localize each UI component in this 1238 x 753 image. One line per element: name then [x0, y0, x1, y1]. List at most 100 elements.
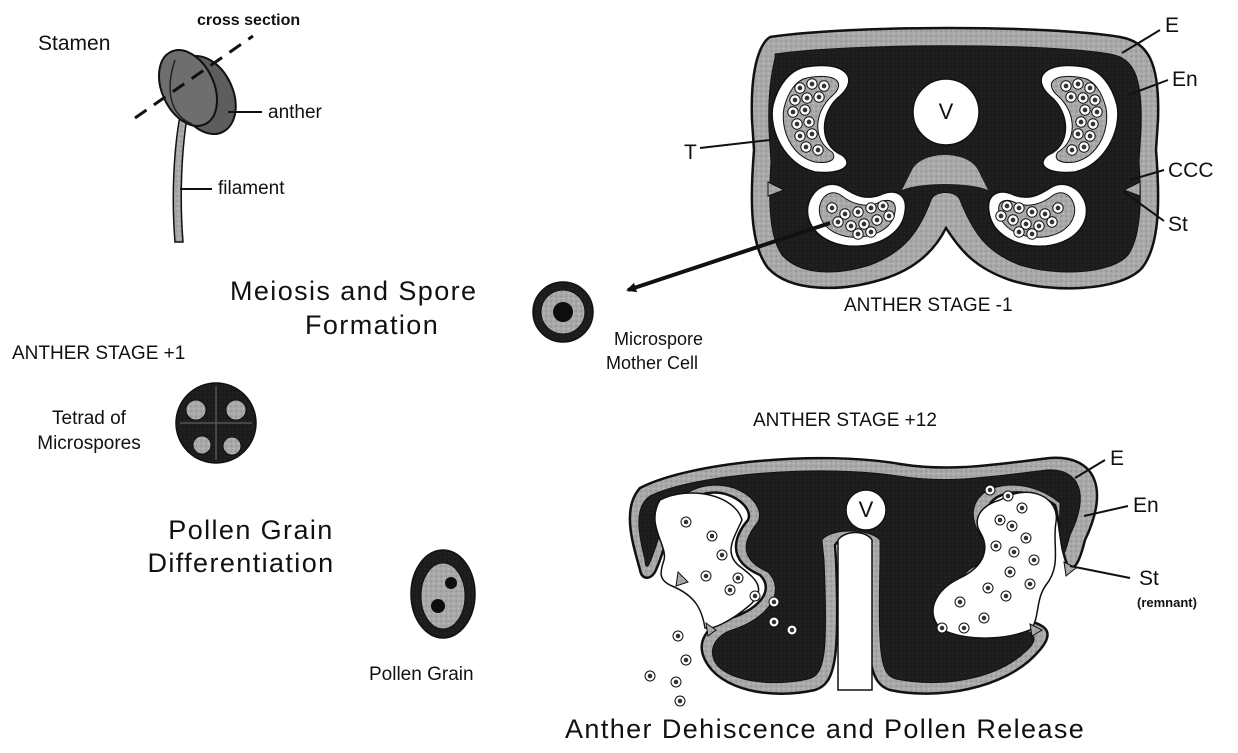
pollen-grain-dot: [1003, 491, 1013, 501]
microspore-cell: [790, 95, 800, 105]
pollen-grain-dot: [1001, 591, 1011, 601]
stamen-drawing: [135, 36, 262, 242]
microspore-cell: [878, 201, 888, 211]
pollen-grain-dot: [717, 550, 727, 560]
tetrad-label-line1: Tetrad of: [18, 409, 160, 428]
pollen-grain-dot: [985, 485, 995, 495]
stage-plus12-caption: ANTHER STAGE +12: [753, 411, 937, 430]
mother-cell-label-line2: Mother Cell: [606, 354, 698, 372]
pollen-grain-dot: [645, 671, 655, 681]
pollen-grain-dot: [681, 517, 691, 527]
pollen-grain-dot: [1007, 521, 1017, 531]
stage-1-label-CCC: CCC: [1168, 160, 1214, 181]
stage-12-label-En: En: [1133, 495, 1159, 516]
microspore-cell: [866, 203, 876, 213]
microspore-cell: [795, 131, 805, 141]
anther-stage-plus12-section: [630, 458, 1130, 706]
microspore-cell: [1027, 229, 1037, 239]
microspore-cell: [996, 211, 1006, 221]
pollen-grain-dot: [1021, 533, 1031, 543]
microspore-cell: [813, 145, 823, 155]
cross-section-label: cross section: [197, 13, 300, 29]
microspore-cell: [819, 81, 829, 91]
microspore-cell: [872, 215, 882, 225]
tetrad-label-line2: Microspores: [18, 434, 160, 453]
microspore-cell: [807, 79, 817, 89]
pollen-grain-dot: [1029, 555, 1039, 565]
pollen-grain-dot: [725, 585, 735, 595]
pollen-grain-dot: [675, 696, 685, 706]
microspore-cell: [1080, 105, 1090, 115]
pollen-grain-dot: [1025, 579, 1035, 589]
pollen-grain-dot: [1009, 547, 1019, 557]
pollen-grain-dot: [673, 631, 683, 641]
pollen-grain-dot: [733, 573, 743, 583]
microspore-cell: [1076, 117, 1086, 127]
microspore-cell: [788, 107, 798, 117]
stage-plus1-caption: ANTHER STAGE +1: [12, 344, 185, 363]
leader-St-2: [1070, 566, 1130, 578]
pollen-grain-dot: [1005, 567, 1015, 577]
differentiation-heading-line2: Differentiation: [118, 550, 364, 577]
pollen-grain-dot: [671, 677, 681, 687]
stage-minus1-caption: ANTHER STAGE -1: [844, 296, 1013, 315]
microspore-cell: [853, 207, 863, 217]
stage-1-label-T: T: [684, 142, 697, 163]
microspore-cell: [800, 105, 810, 115]
pollen-grain-dot: [769, 597, 779, 607]
pollen-grain-dot: [937, 623, 947, 633]
microspore-cell: [1027, 207, 1037, 217]
pollen-grain-dot: [955, 597, 965, 607]
microspore-cell: [1061, 81, 1071, 91]
microspore-cell: [884, 211, 894, 221]
microspore-cell: [1047, 217, 1057, 227]
microspore-cell: [804, 117, 814, 127]
microspore-cell: [807, 129, 817, 139]
pollen-grain-label: Pollen Grain: [369, 665, 474, 684]
microspore-cell: [833, 217, 843, 227]
stage-1-label-E: E: [1165, 15, 1179, 36]
microspore-cell: [1092, 107, 1102, 117]
pollen-grain-dot: [787, 625, 797, 635]
stage-1-label-V: V: [930, 101, 962, 123]
microspore-cell: [1078, 93, 1088, 103]
microspore-cell: [1002, 201, 1012, 211]
pollen-grain-drawing: [411, 550, 475, 638]
microspore-cell: [827, 203, 837, 213]
mother-cell-label-line1: Microspore: [614, 330, 703, 348]
pollen-grain-dot: [1017, 503, 1027, 513]
microspore-cell: [1014, 227, 1024, 237]
pollen-grain-dot: [750, 591, 760, 601]
stage-1-label-En: En: [1172, 69, 1198, 90]
anther-label: anther: [268, 103, 322, 122]
microspore-cell: [1073, 79, 1083, 89]
dehiscence-caption: Anther Dehiscence and Pollen Release: [565, 716, 1085, 743]
pollen-grain-dot: [769, 617, 779, 627]
anther-shape: [148, 41, 248, 144]
pollen-grain-dot: [707, 531, 717, 541]
microspore-cell: [814, 92, 824, 102]
meiosis-heading-line2: Formation: [305, 312, 439, 339]
pollen-grain-dot: [983, 583, 993, 593]
microspore-mother-cell-drawing: [533, 282, 593, 342]
microspore-cell: [1066, 92, 1076, 102]
stage-1-label-St: St: [1168, 214, 1188, 235]
microspore-cell: [1053, 203, 1063, 213]
microspore-cell: [853, 229, 863, 239]
stage-12-label-E: E: [1110, 448, 1124, 469]
differentiation-heading-line1: Pollen Grain: [128, 517, 374, 544]
anther-stage-minus1-section: [700, 28, 1168, 288]
microspore-cell: [795, 83, 805, 93]
meiosis-heading-line1: Meiosis and Spore: [230, 278, 477, 305]
stage-12-label-remnant: (remnant): [1137, 596, 1197, 609]
tetrad-drawing: [176, 383, 256, 463]
microspore-cell: [1085, 131, 1095, 141]
microspore-cell: [1090, 95, 1100, 105]
microspore-cell: [1014, 203, 1024, 213]
central-slot: [838, 533, 872, 691]
pollen-grain-dot: [701, 571, 711, 581]
microspore-cell: [1067, 145, 1077, 155]
microspore-cell: [1079, 142, 1089, 152]
microspore-cell: [1008, 215, 1018, 225]
